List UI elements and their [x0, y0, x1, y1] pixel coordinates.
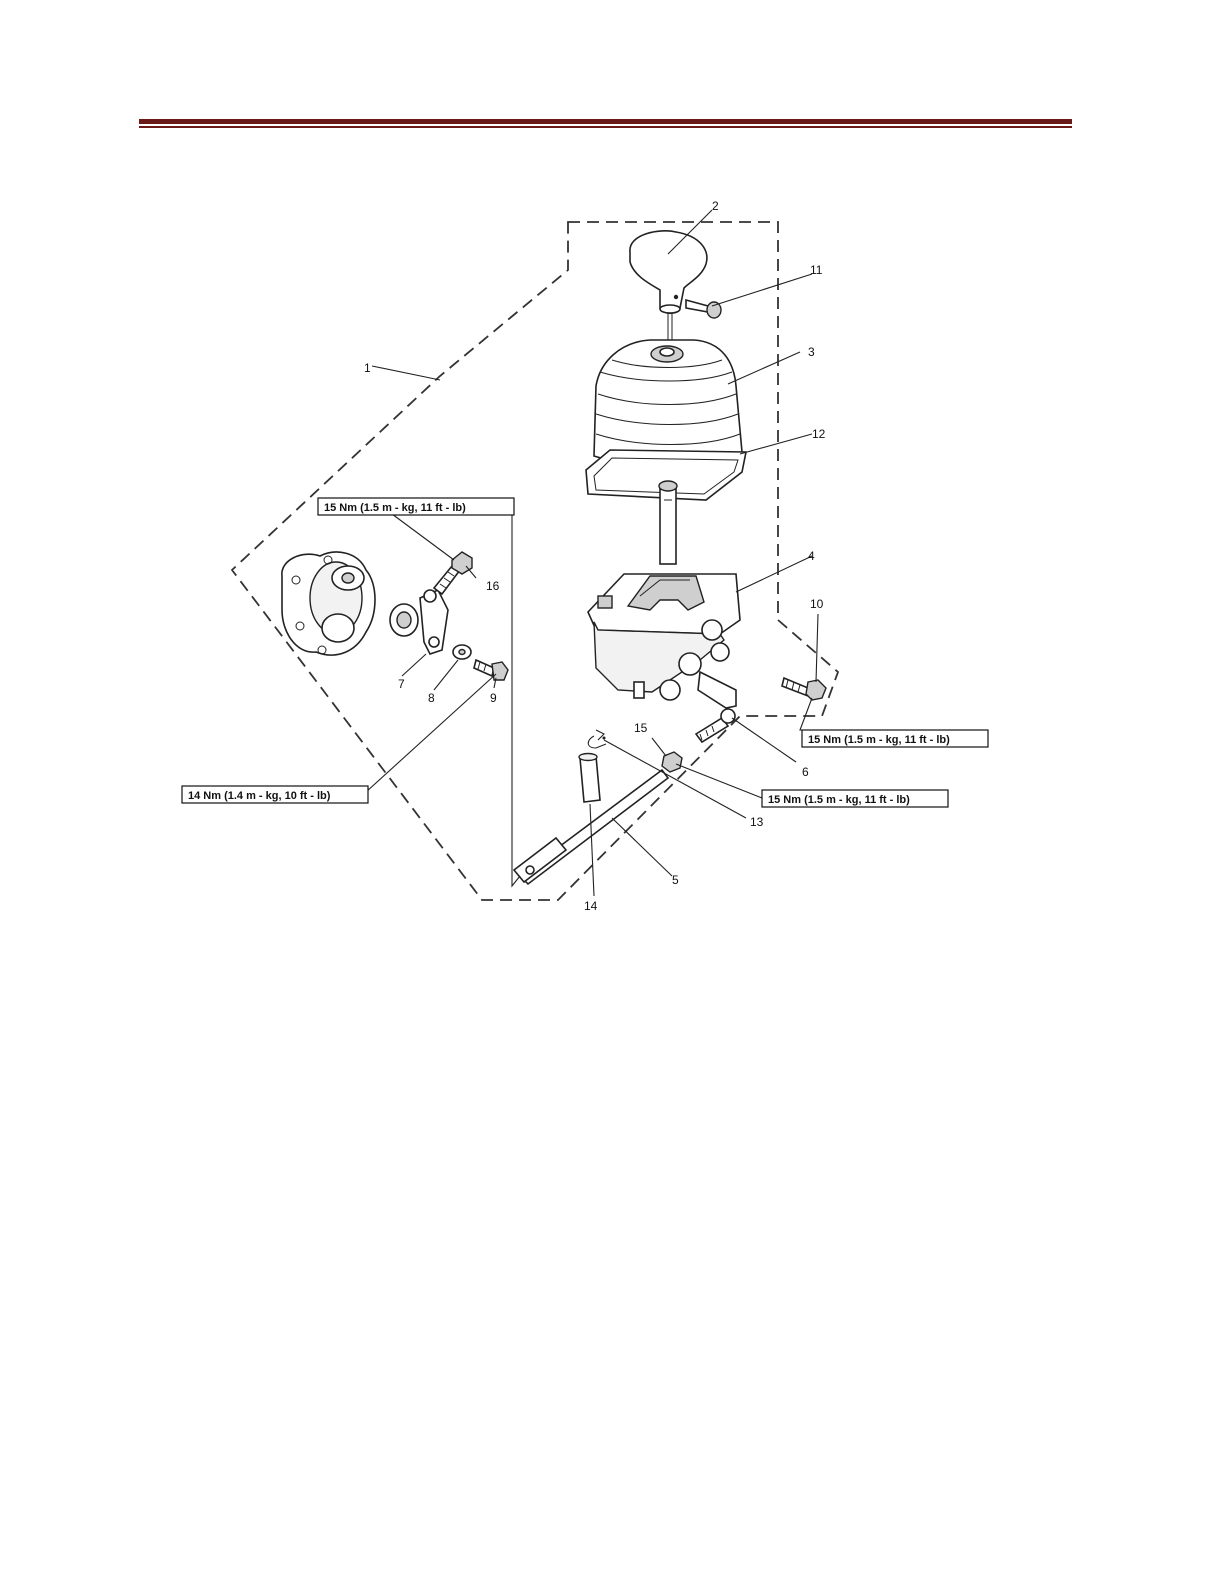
- callout-11: 11: [810, 263, 823, 277]
- bearing: [390, 604, 418, 636]
- housing-bolt: [782, 678, 826, 700]
- sleeve: [579, 754, 600, 803]
- callout-14: 14: [584, 899, 598, 913]
- shift-boot: [594, 340, 742, 465]
- callout-12: 12: [812, 427, 826, 441]
- callout-numbers: 1 2 3 4 5 6 7 8 9 10 11 12 13 14 15 16: [364, 199, 826, 913]
- torque-label-9: 14 Nm (1.4 m - kg, 10 ft - lb): [182, 786, 368, 803]
- shift-arm: [420, 590, 448, 654]
- callout-10: 10: [810, 597, 824, 611]
- callout-8: 8: [428, 691, 435, 705]
- callout-1: 1: [364, 361, 371, 375]
- torque-text-10: 15 Nm (1.5 m - kg, 11 ft - lb): [808, 734, 950, 746]
- arm-bolt: [474, 660, 508, 680]
- torque-label-16: 15 Nm (1.5 m - kg, 11 ft - lb): [318, 498, 514, 515]
- callout-2: 2: [712, 199, 719, 213]
- callout-9: 9: [490, 691, 497, 705]
- callout-5: 5: [672, 873, 679, 887]
- callout-16: 16: [486, 579, 500, 593]
- callout-3: 3: [808, 345, 815, 359]
- shift-lever-rod: [659, 481, 677, 564]
- torque-text-9: 14 Nm (1.4 m - kg, 10 ft - lb): [188, 790, 331, 802]
- callout-6: 6: [802, 765, 809, 779]
- callout-13: 13: [750, 815, 764, 829]
- callout-15: 15: [634, 721, 648, 735]
- callout-7: 7: [398, 677, 405, 691]
- mounting-bracket: [282, 552, 375, 655]
- shift-knob: [630, 231, 707, 342]
- cotter-pin: [588, 730, 606, 748]
- torque-label-10: 15 Nm (1.5 m - kg, 11 ft - lb): [802, 730, 988, 747]
- washer: [453, 645, 471, 659]
- torque-text-15: 15 Nm (1.5 m - kg, 11 ft - lb): [768, 794, 910, 806]
- shift-housing: [588, 574, 740, 708]
- torque-text-16: 15 Nm (1.5 m - kg, 11 ft - lb): [324, 502, 466, 514]
- callout-4: 4: [808, 549, 815, 563]
- torque-label-15: 15 Nm (1.5 m - kg, 11 ft - lb): [762, 790, 948, 807]
- linkage-joint: [696, 709, 735, 742]
